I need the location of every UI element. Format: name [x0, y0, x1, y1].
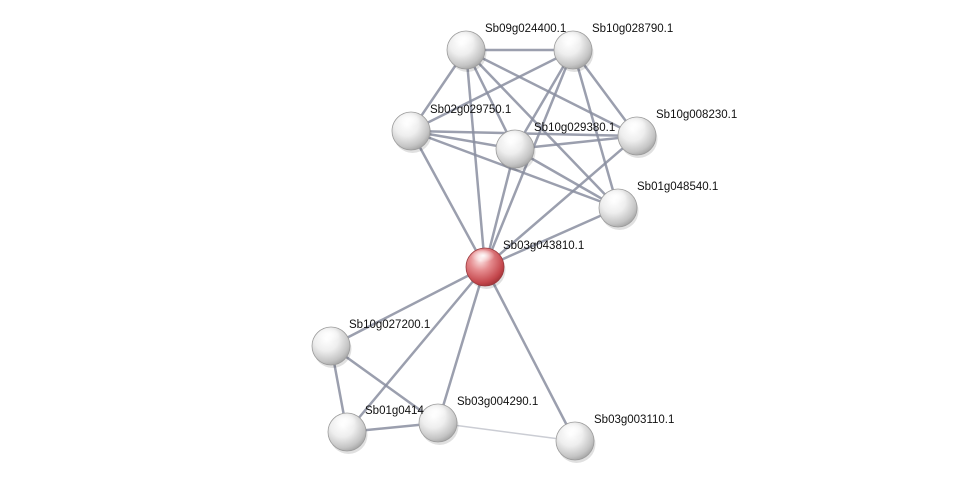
edge-sb09g024400-sb10g008230	[464, 48, 639, 138]
node-sb03g004290[interactable]	[418, 403, 459, 445]
edge-sb10g027200-sb03g004290	[329, 344, 440, 425]
node-sb02g029750[interactable]	[391, 111, 432, 153]
edge-sb03g043810-sb01g041	[345, 265, 487, 434]
node-sb10g027200[interactable]	[311, 326, 352, 368]
edge-sb10g029380-sb10g008230	[513, 134, 639, 151]
node-label-sb10g008230: Sb10g008230.1	[656, 109, 737, 121]
node-label-sb01g041: Sb01g0414	[365, 405, 424, 417]
node-sb01g041[interactable]	[327, 412, 368, 454]
node-highlight	[317, 329, 341, 343]
edge-sb03g043810-sb03g004290	[436, 265, 487, 425]
node-highlight	[397, 114, 421, 128]
edge-sb10g028790-sb02g029750	[409, 48, 575, 133]
node-label-sb09g024400: Sb09g024400.1	[485, 23, 566, 35]
node-label-sb10g027200: Sb10g027200.1	[349, 319, 430, 331]
node-label-sb10g029380: Sb10g029380.1	[534, 122, 615, 134]
edge-sb03g004290-sb03g003110	[437, 422, 576, 442]
node-highlight	[604, 191, 628, 205]
node-sb03g003110[interactable]	[555, 421, 596, 463]
node-sb10g008230[interactable]	[617, 116, 658, 158]
edge-sb03g043810-sb03g003110	[483, 265, 577, 443]
node-highlight	[471, 250, 495, 264]
edge-sb02g029750-sb03g043810	[409, 129, 487, 269]
node-highlight	[452, 33, 476, 47]
node-highlight	[424, 406, 448, 420]
edge-sb10g029380-sb01g048540	[513, 147, 620, 210]
node-label-sb01g048540: Sb01g048540.1	[637, 181, 718, 193]
node-sb10g028790[interactable]	[553, 30, 594, 72]
node-sb03g043810[interactable]	[465, 247, 506, 289]
node-label-sb02g029750: Sb02g029750.1	[430, 104, 511, 116]
edge-sb03g043810-sb10g027200	[329, 265, 487, 348]
node-sb10g029380[interactable]	[495, 129, 536, 171]
node-highlight	[623, 119, 647, 133]
edge-sb10g029380-sb03g043810	[483, 147, 517, 269]
node-label-sb03g004290: Sb03g004290.1	[457, 396, 538, 408]
node-highlight	[333, 415, 357, 429]
node-label-sb03g003110: Sb03g003110.1	[594, 414, 674, 426]
node-label-sb10g028790: Sb10g028790.1	[592, 23, 673, 35]
edge-sb10g008230-sb03g043810	[483, 134, 639, 269]
nodes-layer	[311, 30, 658, 463]
node-highlight	[559, 33, 583, 47]
node-label-sb03g043810: Sb03g043810.1	[503, 240, 584, 252]
edge-sb09g024400-sb03g043810	[464, 48, 487, 269]
node-highlight	[501, 132, 525, 146]
node-sb09g024400[interactable]	[446, 30, 487, 72]
edge-sb01g048540-sb03g043810	[483, 206, 620, 269]
node-highlight	[561, 424, 585, 438]
node-sb01g048540[interactable]	[598, 188, 639, 230]
edge-sb10g028790-sb01g048540	[571, 48, 620, 210]
edge-sb02g029750-sb01g048540	[409, 129, 620, 210]
